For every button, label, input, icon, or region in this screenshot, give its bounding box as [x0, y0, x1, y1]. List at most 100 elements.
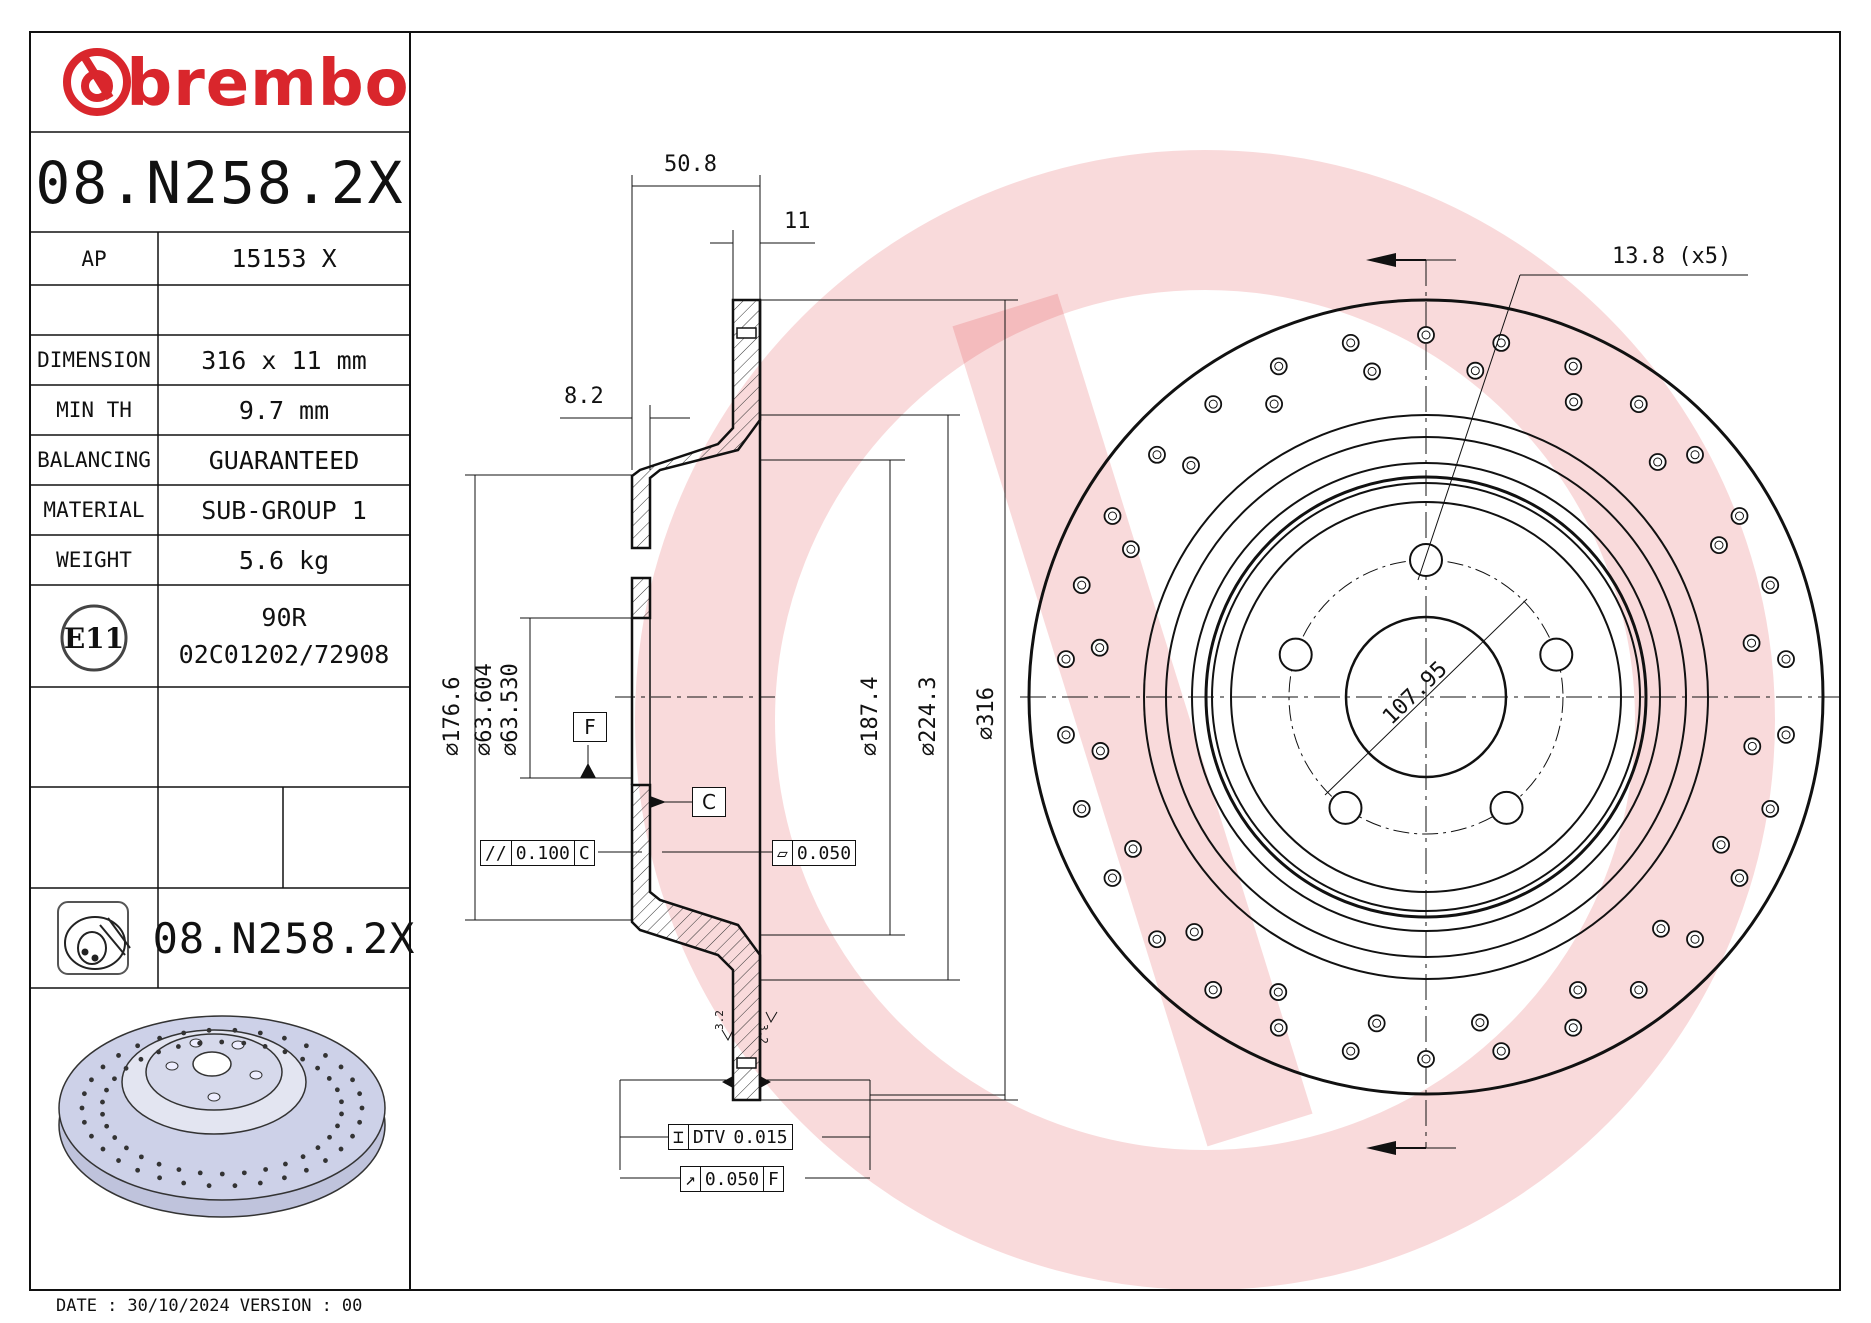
drill-hole-inner — [1735, 511, 1745, 521]
flatness-value: 0.050 — [796, 842, 852, 864]
drill-hole-inner — [1735, 873, 1745, 883]
spec-value-weight: 5.6 kg — [238, 545, 330, 575]
disc-3d-drill-dot — [89, 1077, 94, 1083]
disc-3d-drill-dot — [197, 1040, 203, 1046]
disc-3d-drill-dot — [338, 1064, 344, 1070]
tol-runout: ↗ 0.050 F — [680, 1166, 784, 1192]
disc-3d-drill-dot — [282, 1049, 288, 1055]
dim-thickness: 11 — [784, 209, 811, 234]
drill-hole-inner — [1781, 730, 1791, 740]
drill-hole-inner — [1273, 987, 1283, 997]
drill-hole-inner — [1274, 361, 1284, 371]
drill-hole-inner — [1346, 1046, 1356, 1056]
brembo-logo-icon — [63, 48, 131, 116]
section-arrows — [1366, 253, 1426, 1155]
e11-mark: E11 — [63, 621, 125, 655]
disc-3d-drill-dot — [219, 1039, 225, 1045]
drill-hole-inner — [1568, 361, 1578, 371]
drill-hole-inner — [1061, 654, 1071, 664]
runout-datum: F — [768, 1168, 779, 1190]
dim-dia-176: ⌀176.6 — [440, 676, 465, 756]
disc-3d-drill-dot — [350, 1133, 355, 1139]
disc-3d-drill-dot — [156, 1049, 161, 1055]
disc-3d-drill-dot — [315, 1145, 321, 1151]
dim-dia-63-530: ⌀63.530 — [498, 663, 523, 756]
date-label: DATE : — [56, 1296, 118, 1316]
disc-3d-drill-dot — [350, 1077, 355, 1083]
drill-hole-inner — [1208, 399, 1218, 409]
drill-hole-inner — [1095, 643, 1105, 653]
datum-triangles — [580, 763, 771, 1088]
disc-3d-drill-dot — [104, 1087, 109, 1093]
disc-3d-drill-dot — [300, 1154, 306, 1160]
spec-value-min-th: 9.7 mm — [238, 395, 330, 425]
drill-hole-inner — [1747, 638, 1757, 648]
drill-hole-inner — [1077, 580, 1087, 590]
drill-hole-inner — [1653, 457, 1663, 467]
bolt-hole — [1489, 790, 1524, 825]
drill-hole-inner — [1573, 985, 1583, 995]
drill-hole-inner — [1656, 924, 1666, 934]
dim-dia-224: ⌀224.3 — [916, 676, 941, 756]
disc-3d-drill-dot — [283, 1161, 288, 1167]
spec-label-weight: WEIGHT — [56, 548, 132, 572]
dtv-label: DTV — [692, 1126, 726, 1148]
spec-label-min-th: MIN TH — [56, 398, 132, 422]
drill-hole-inner — [1128, 844, 1138, 854]
flatness-symbol: ▱ — [773, 841, 793, 865]
disc-3d-drill-dot — [135, 1167, 141, 1173]
drill-hole-inner — [1716, 840, 1726, 850]
spec-value-empty — [158, 285, 410, 335]
tol-flatness: ▱ 0.050 — [772, 840, 857, 866]
disc-3d-drill-dot — [359, 1105, 365, 1111]
drill-hole-inner — [1152, 934, 1162, 944]
brand-logo-text: brembo — [126, 47, 410, 121]
disc-3d-drill-dot — [263, 1167, 269, 1172]
disc-3d-drill-dot — [181, 1030, 187, 1036]
disc-3d-drill-dot — [338, 1146, 344, 1152]
drill-hole-inner — [1208, 985, 1218, 995]
drill-hole-inner — [1634, 985, 1644, 995]
drill-hole-inner — [1107, 511, 1117, 521]
drill-hole-inner — [1475, 1018, 1485, 1028]
spec-value-ap: 15153 X — [231, 244, 337, 273]
drill-hole-inner — [1274, 1023, 1284, 1033]
homologation-line1: 90R — [261, 602, 307, 632]
disc-3d-drill-dot — [315, 1065, 320, 1071]
spec-label-material: MATERIAL — [43, 498, 145, 522]
drill-hole-inner — [1367, 366, 1377, 376]
disc-3d-drill-dot — [327, 1134, 332, 1140]
bottom-part-number: 08.N258.2X — [152, 913, 416, 963]
sheet-border — [29, 31, 1841, 1291]
drill-hole-inner — [1269, 399, 1279, 409]
disc-3d-drill-dot — [339, 1099, 344, 1105]
disc-3d-drill-dot — [357, 1119, 363, 1125]
bolt-hole — [1539, 637, 1574, 672]
disc-3d-drill-dot — [206, 1183, 212, 1189]
disc-3d-illustration — [58, 1015, 386, 1218]
disc-3d-drill-dot — [181, 1180, 187, 1186]
drill-hole-inner — [1470, 366, 1480, 376]
drill-hole-inner — [1747, 741, 1757, 751]
spec-label-dimension: DIMENSION — [37, 348, 151, 372]
dim-dia-63-604: ⌀63.604 — [472, 663, 497, 756]
disc-3d-drill-dot — [334, 1087, 340, 1093]
drill-hole-inner — [1634, 399, 1644, 409]
disc-3d-drill-dot — [116, 1158, 121, 1163]
drill-hole-inner — [1095, 746, 1105, 756]
disc-3d-drill-dot — [339, 1111, 344, 1117]
disc-3d-drill-dot — [282, 1035, 287, 1041]
disc-3d-drill-dot — [232, 1183, 238, 1189]
disc-3d-drill-dot — [100, 1146, 106, 1152]
disc-profile-icon — [57, 901, 131, 975]
spec-label-ap: AP — [81, 246, 107, 271]
runout-value: 0.050 — [701, 1167, 765, 1191]
disc-3d-drill-dot — [156, 1161, 162, 1167]
spec-label-balancing: BALANCING — [37, 448, 151, 472]
parallelism-datum: C — [578, 842, 590, 864]
disc-3d-drill-dot — [176, 1167, 182, 1173]
drill-hole-inner — [1372, 1018, 1382, 1028]
dtv-symbol: ⌶ — [669, 1125, 689, 1149]
